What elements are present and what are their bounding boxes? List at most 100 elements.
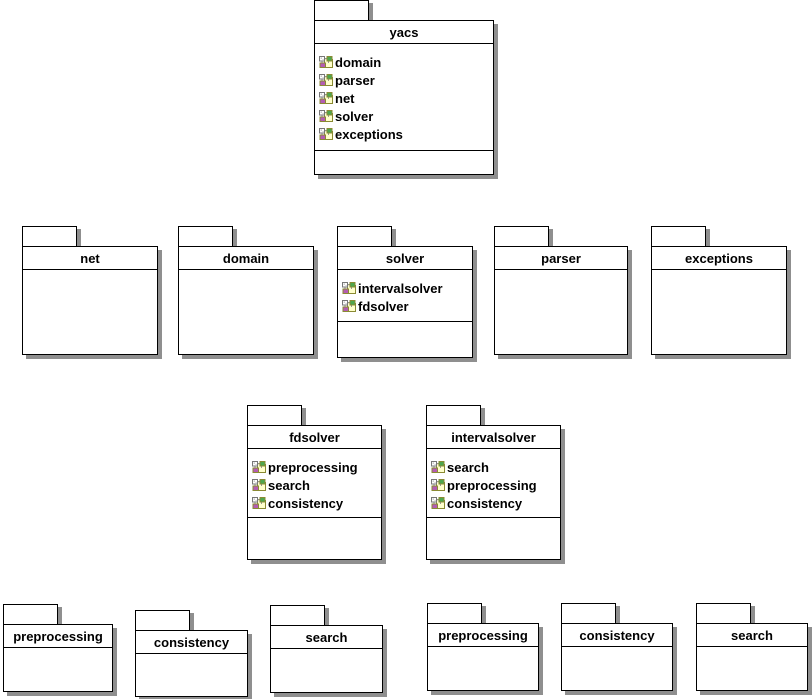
package-empty-section — [697, 647, 807, 690]
package-parser[interactable]: parser — [494, 226, 628, 355]
package-body: parser — [494, 246, 628, 355]
package-body: consistency — [135, 630, 248, 697]
package-item[interactable]: consistency — [252, 494, 379, 512]
package-tab — [651, 226, 706, 246]
package-body: solver intervalsolver fdsolver — [337, 246, 473, 358]
package-title: yacs — [315, 21, 493, 44]
package-icon — [319, 73, 333, 86]
package-intervalsolver[interactable]: intervalsolver search preprocessing cons… — [426, 405, 561, 560]
package-tab — [696, 603, 751, 623]
package-title: search — [271, 626, 382, 649]
package-body: fdsolver preprocessing search consistenc… — [247, 425, 382, 560]
package-title: consistency — [562, 624, 672, 647]
package-body: search — [270, 625, 383, 693]
package-solver[interactable]: solver intervalsolver fdsolver — [337, 226, 473, 358]
package-title: exceptions — [652, 247, 786, 270]
package-items: intervalsolver fdsolver — [338, 270, 472, 322]
package-icon — [252, 460, 266, 473]
package-icon — [342, 299, 356, 312]
package-empty-section — [428, 647, 538, 690]
package-icon — [252, 496, 266, 509]
package-item[interactable]: parser — [319, 71, 491, 89]
package-tab — [561, 603, 616, 623]
package-item[interactable]: preprocessing — [431, 476, 558, 494]
package-preprocessing-1[interactable]: preprocessing — [3, 604, 113, 692]
package-title: consistency — [136, 631, 247, 654]
package-icon — [431, 478, 445, 491]
package-tab — [270, 605, 325, 625]
package-empty-section — [136, 654, 247, 696]
package-tab — [135, 610, 190, 630]
package-tab — [178, 226, 233, 246]
package-empty-section — [271, 649, 382, 692]
package-domain[interactable]: domain — [178, 226, 314, 355]
package-search-2[interactable]: search — [696, 603, 808, 691]
package-body: preprocessing — [3, 624, 113, 692]
package-search-1[interactable]: search — [270, 605, 383, 693]
package-body: preprocessing — [427, 623, 539, 691]
package-item[interactable]: preprocessing — [252, 458, 379, 476]
package-empty-section — [179, 270, 313, 354]
package-icon — [431, 460, 445, 473]
package-body: net — [22, 246, 158, 355]
package-tab — [494, 226, 549, 246]
package-icon — [342, 281, 356, 294]
package-empty-section — [427, 518, 560, 559]
package-item[interactable]: intervalsolver — [342, 279, 470, 297]
package-item[interactable]: domain — [319, 53, 491, 71]
package-icon — [319, 91, 333, 104]
package-title: intervalsolver — [427, 426, 560, 449]
package-empty-section — [23, 270, 157, 354]
package-consistency-2[interactable]: consistency — [561, 603, 673, 691]
package-tab — [3, 604, 58, 624]
package-preprocessing-2[interactable]: preprocessing — [427, 603, 539, 691]
package-title: solver — [338, 247, 472, 270]
package-item[interactable]: net — [319, 89, 491, 107]
package-tab — [427, 603, 482, 623]
package-tab — [337, 226, 392, 246]
package-item[interactable]: solver — [319, 107, 491, 125]
package-empty-section — [338, 322, 472, 357]
package-title: net — [23, 247, 157, 270]
package-tab — [426, 405, 481, 425]
package-empty-section — [248, 518, 381, 559]
package-net[interactable]: net — [22, 226, 158, 355]
package-title: preprocessing — [4, 625, 112, 648]
package-items: search preprocessing consistency — [427, 449, 560, 518]
package-item[interactable]: fdsolver — [342, 297, 470, 315]
package-items: preprocessing search consistency — [248, 449, 381, 518]
package-empty-section — [562, 647, 672, 690]
package-empty-section — [495, 270, 627, 354]
package-body: search — [696, 623, 808, 691]
package-body: exceptions — [651, 246, 787, 355]
package-tab — [247, 405, 302, 425]
package-item[interactable]: search — [431, 458, 558, 476]
package-body: domain — [178, 246, 314, 355]
package-icon — [319, 55, 333, 68]
package-yacs[interactable]: yacs domain parser net — [314, 0, 494, 175]
package-consistency-1[interactable]: consistency — [135, 610, 248, 697]
package-title: domain — [179, 247, 313, 270]
package-title: parser — [495, 247, 627, 270]
package-tab — [314, 0, 369, 20]
package-fdsolver[interactable]: fdsolver preprocessing search consistenc… — [247, 405, 382, 560]
package-tab — [22, 226, 77, 246]
package-title: fdsolver — [248, 426, 381, 449]
package-empty-section — [315, 151, 493, 174]
package-icon — [319, 109, 333, 122]
package-empty-section — [652, 270, 786, 354]
package-item[interactable]: search — [252, 476, 379, 494]
package-icon — [431, 496, 445, 509]
package-item[interactable]: exceptions — [319, 125, 491, 143]
package-body: consistency — [561, 623, 673, 691]
package-icon — [252, 478, 266, 491]
package-item[interactable]: consistency — [431, 494, 558, 512]
package-title: search — [697, 624, 807, 647]
package-title: preprocessing — [428, 624, 538, 647]
package-empty-section — [4, 648, 112, 691]
package-exceptions[interactable]: exceptions — [651, 226, 787, 355]
package-body: intervalsolver search preprocessing cons… — [426, 425, 561, 560]
package-body: yacs domain parser net — [314, 20, 494, 175]
package-items: domain parser net solver — [315, 44, 493, 151]
